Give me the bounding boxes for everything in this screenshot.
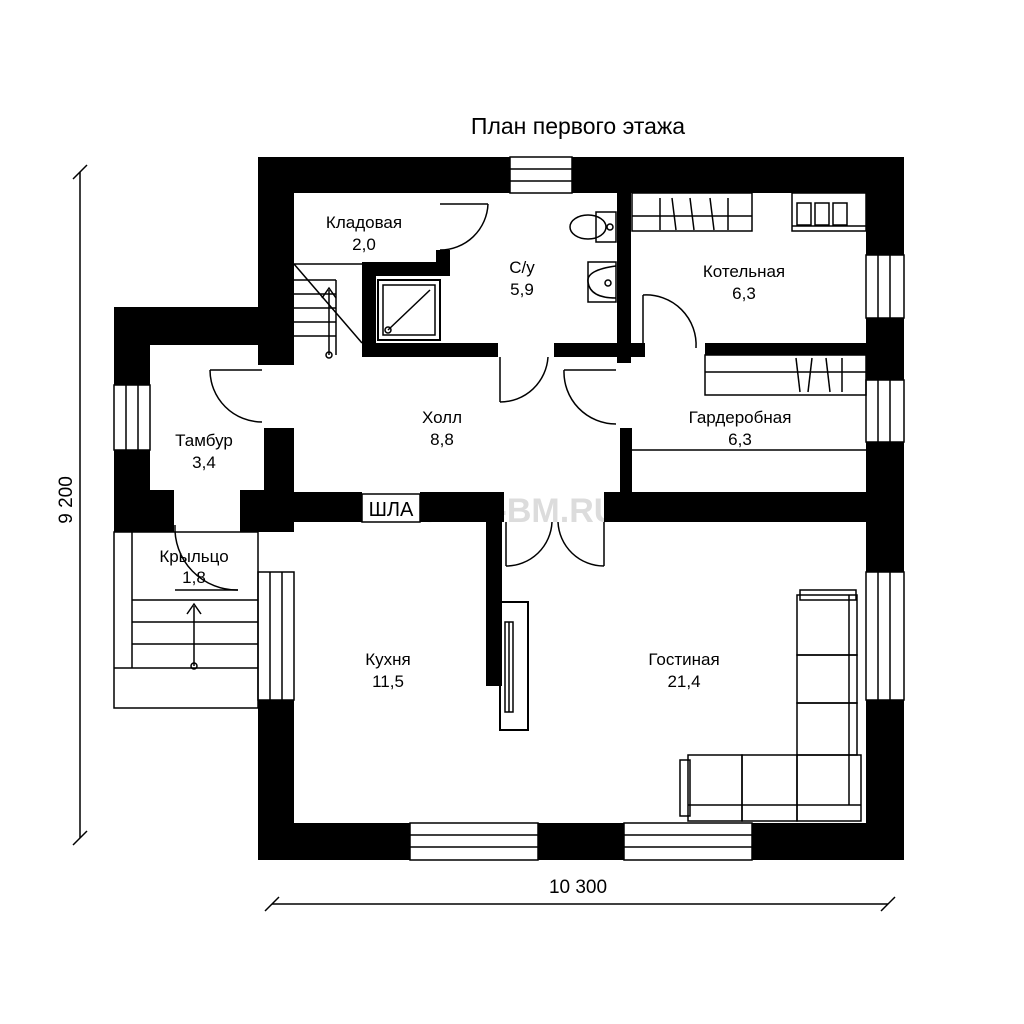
room-name-storage: Кладовая bbox=[326, 213, 402, 232]
room-area-storage: 2,0 bbox=[352, 235, 376, 254]
room-area-porch: 1,8 bbox=[182, 568, 206, 587]
boiler-equipment bbox=[631, 192, 867, 232]
room-name-wardrobe: Гардеробная bbox=[689, 408, 792, 427]
room-name-hall: Холл bbox=[422, 408, 462, 427]
closet-rack bbox=[632, 354, 867, 451]
room-area-boiler: 6,3 bbox=[732, 284, 756, 303]
shla-box bbox=[361, 493, 421, 523]
dimension-height-label: 9 200 bbox=[56, 476, 77, 524]
corner-sofa bbox=[679, 589, 862, 822]
dimension-height: 9 200 bbox=[56, 164, 88, 846]
bathroom-fixtures bbox=[377, 211, 617, 341]
main-stairs bbox=[293, 263, 363, 359]
room-labels: Кладовая 2,0 С/у 5,9 Котельная 6,3 Тамбу… bbox=[159, 213, 791, 691]
room-name-porch: Крыльцо bbox=[159, 547, 228, 566]
doors bbox=[174, 203, 697, 591]
room-name-living: Гостиная bbox=[648, 650, 719, 669]
room-area-wardrobe: 6,3 bbox=[728, 430, 752, 449]
room-name-kitchen: Кухня bbox=[365, 650, 411, 669]
room-name-boiler: Котельная bbox=[703, 262, 785, 281]
windows bbox=[113, 156, 905, 861]
room-area-living: 21,4 bbox=[667, 672, 700, 691]
room-area-kitchen: 11,5 bbox=[372, 672, 404, 691]
dimension-width-label: 10 300 bbox=[549, 877, 607, 898]
room-name-bathroom: С/у bbox=[509, 258, 535, 277]
room-area-hall: 8,8 bbox=[430, 430, 454, 449]
room-area-tambour: 3,4 bbox=[192, 453, 216, 472]
room-name-tambour: Тамбур bbox=[175, 431, 233, 450]
porch-stairs bbox=[113, 531, 259, 709]
dimension-width: 10 300 bbox=[264, 877, 896, 912]
room-area-bathroom: 5,9 bbox=[510, 280, 534, 299]
shla-label: ШЛА bbox=[369, 499, 414, 521]
plan-title: План первого этажа bbox=[471, 113, 685, 139]
fireplace bbox=[499, 601, 529, 731]
